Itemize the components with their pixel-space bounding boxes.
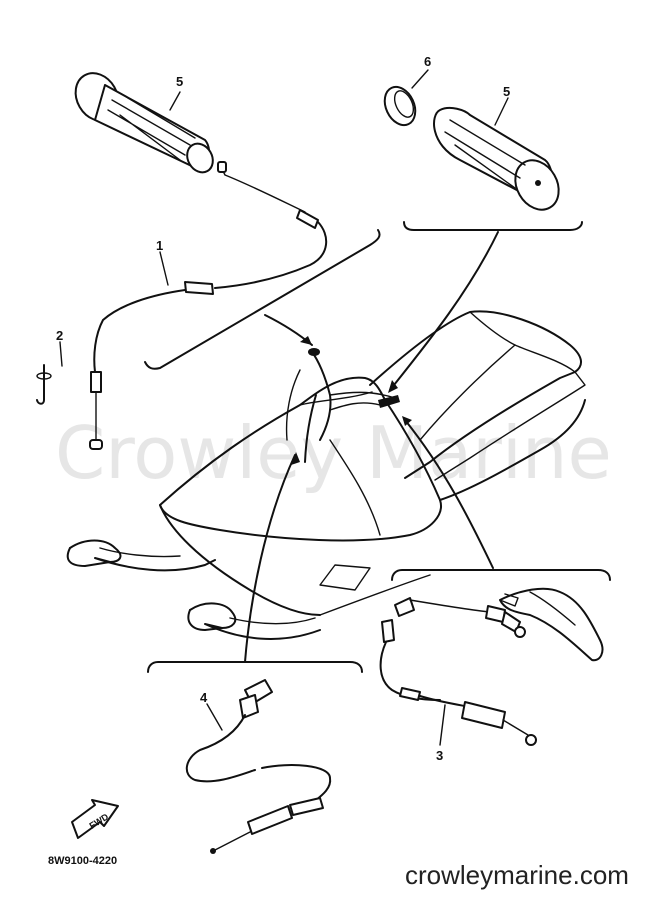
callout-2: 2: [56, 328, 63, 343]
callout-5-left: 5: [176, 74, 183, 89]
fwd-arrow-icon: FWD: [71, 799, 119, 839]
fwd-label: FWD: [88, 811, 111, 831]
callout-5-right: 5: [503, 84, 510, 99]
speedometer-cable: [185, 679, 332, 854]
grip-left: [74, 72, 214, 174]
callout-1: 1: [156, 238, 163, 253]
callout-6: 6: [424, 54, 431, 69]
arrowheads: [291, 336, 412, 465]
throttle-cable: [89, 161, 328, 450]
snowmobile-body: [66, 310, 586, 640]
grip-ring: [383, 85, 417, 127]
callout-4: 4: [200, 690, 208, 705]
callout-3: 3: [436, 748, 443, 763]
grip-right: [433, 106, 560, 211]
website-text: crowleymarine.com: [405, 860, 629, 890]
diagram-code: 8W9100-4220: [48, 855, 117, 867]
watermark-text: Crowley Marine: [55, 411, 612, 495]
leader-lines: [59, 69, 509, 746]
group-brackets: [144, 221, 611, 673]
brake-cable: [379, 587, 604, 746]
cable-hook: [36, 364, 52, 405]
